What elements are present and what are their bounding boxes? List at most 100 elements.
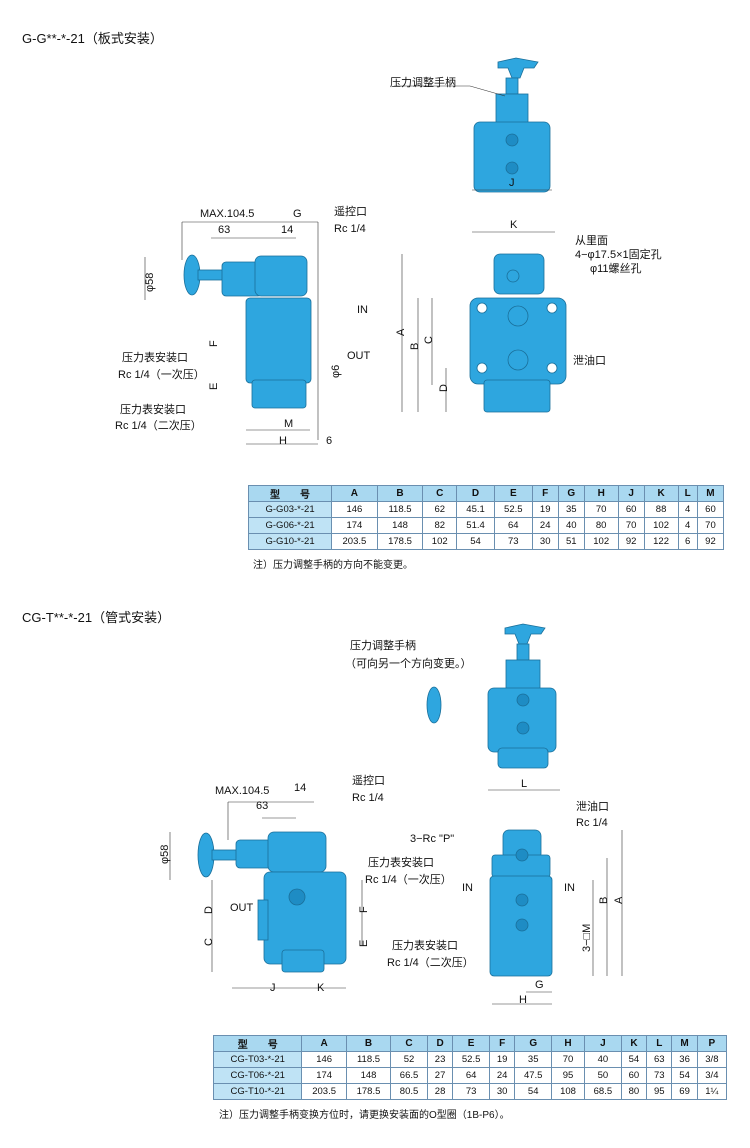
header-cell: E — [493, 485, 533, 502]
s1-out-label: OUT — [347, 350, 371, 362]
value-cell: 70 — [583, 501, 619, 518]
s2-dim-f: F — [358, 906, 370, 913]
s2-drain-rc: Rc 1/4 — [576, 817, 608, 829]
header-cell: G — [514, 1035, 553, 1052]
value-cell: 203.5 — [331, 533, 378, 550]
s1-gauge1-rc: Rc 1/4（一次压） — [118, 369, 205, 381]
s2-gauge2-label: 压力表安装口 — [392, 940, 458, 952]
value-cell: 3/8 — [696, 1051, 728, 1068]
value-cell: 102 — [422, 533, 458, 550]
value-cell: 80 — [620, 1083, 648, 1100]
value-cell: 146 — [301, 1051, 347, 1068]
s2-in-right: IN — [564, 882, 575, 894]
s2-out-label: OUT — [230, 902, 254, 914]
value-cell: 23 — [426, 1051, 454, 1068]
model-cell: G-G10-*-21 — [247, 533, 333, 550]
value-cell: 36 — [671, 1051, 698, 1068]
header-cell: G — [557, 485, 585, 502]
value-cell: 70 — [551, 1051, 586, 1068]
value-cell: 51 — [557, 533, 585, 550]
value-cell: 50 — [584, 1067, 622, 1084]
value-cell: 45.1 — [456, 501, 495, 518]
s2-dim-14: 14 — [294, 782, 307, 794]
s1-dim-6: 6 — [326, 435, 333, 447]
s2-dim-max: MAX.104.5 — [215, 785, 270, 797]
s2-gauge1-label: 压力表安装口 — [368, 857, 434, 869]
value-cell: 60 — [696, 501, 725, 518]
value-cell: 80 — [583, 517, 619, 534]
value-cell: 40 — [584, 1051, 622, 1068]
value-cell: 4 — [677, 501, 698, 518]
header-cell: F — [488, 1035, 516, 1052]
model-cell: CG-T06-*-21 — [212, 1067, 303, 1084]
header-cell: J — [617, 485, 645, 502]
s1-dim-63: 63 — [218, 224, 231, 236]
s2-port-p: 3−Rc "P" — [410, 833, 455, 845]
s2-front-view-valve — [489, 829, 553, 977]
value-cell: 63 — [646, 1051, 673, 1068]
value-cell: 54 — [514, 1083, 553, 1100]
value-cell: 178.5 — [345, 1083, 392, 1100]
header-cell: C — [422, 485, 458, 502]
value-cell: 30 — [531, 533, 559, 550]
s2-gauge2-rc: Rc 1/4（二次压） — [387, 957, 474, 969]
s1-dim-max: MAX.104.5 — [200, 208, 255, 220]
s2-dim-63: 63 — [256, 800, 269, 812]
value-cell: 68.5 — [584, 1083, 622, 1100]
header-cell: H — [551, 1035, 586, 1052]
s1-top-view-valve — [473, 57, 551, 193]
value-cell: 148 — [376, 517, 424, 534]
s2-dim-d: D — [203, 906, 215, 914]
value-cell: 30 — [488, 1083, 516, 1100]
value-cell: 92 — [696, 533, 725, 550]
s2-dim-j: J — [270, 982, 276, 994]
value-cell: 92 — [617, 533, 645, 550]
value-cell: 64 — [493, 517, 533, 534]
header-cell: B — [376, 485, 424, 502]
table-header-row: 型 号 A B C D E F G H J K L M P — [212, 1035, 728, 1052]
s2-side-view-valve — [197, 831, 347, 973]
value-cell: 35 — [514, 1051, 553, 1068]
value-cell: 64 — [452, 1067, 490, 1084]
header-cell: D — [426, 1035, 454, 1052]
value-cell: 19 — [531, 501, 559, 518]
s2-dim-l: L — [521, 778, 528, 790]
model-cell: G-G03-*-21 — [247, 501, 333, 518]
s2-dim-e: E — [358, 939, 370, 947]
value-cell: 102 — [583, 533, 619, 550]
value-cell: 60 — [617, 501, 645, 518]
s2-spec-table: 型 号 A B C D E F G H J K L M P CG-T03-*-2… — [212, 1035, 728, 1100]
s1-dim-k: K — [510, 219, 518, 231]
s2-dim-h: H — [519, 994, 527, 1006]
s1-remote-port: 遥控口 — [334, 206, 367, 218]
s1-dim-j: J — [509, 177, 515, 189]
value-cell: 4 — [677, 517, 698, 534]
s1-dim-d: D — [438, 384, 450, 392]
header-cell: H — [583, 485, 619, 502]
header-cell: F — [531, 485, 559, 502]
s1-front-view-valve — [469, 253, 567, 413]
s1-dim-b: B — [409, 342, 421, 350]
value-cell: 73 — [646, 1067, 673, 1084]
value-cell: 80.5 — [390, 1083, 428, 1100]
s1-note: 注）压力调整手柄的方向不能变更。 — [253, 560, 413, 571]
value-cell: 118.5 — [376, 501, 424, 518]
value-cell: 73 — [493, 533, 533, 550]
s2-drain-port: 泄油口 — [576, 801, 609, 813]
value-cell: 40 — [557, 517, 585, 534]
header-cell: K — [620, 1035, 648, 1052]
s1-dim-phi6: φ6 — [330, 364, 342, 378]
s1-mount-holes: 4−φ17.5×1固定孔 — [575, 249, 662, 261]
header-cell: P — [696, 1035, 728, 1052]
section1-title: G-G**-*-21（板式安装） — [22, 31, 163, 46]
s1-gauge1-label: 压力表安装口 — [122, 352, 188, 364]
header-cell: M — [671, 1035, 698, 1052]
value-cell: 178.5 — [376, 533, 424, 550]
value-cell: 19 — [488, 1051, 516, 1068]
s2-dim-k: K — [317, 982, 325, 994]
value-cell: 70 — [617, 517, 645, 534]
model-cell: G-G06-*-21 — [247, 517, 333, 534]
value-cell: 148 — [345, 1067, 392, 1084]
